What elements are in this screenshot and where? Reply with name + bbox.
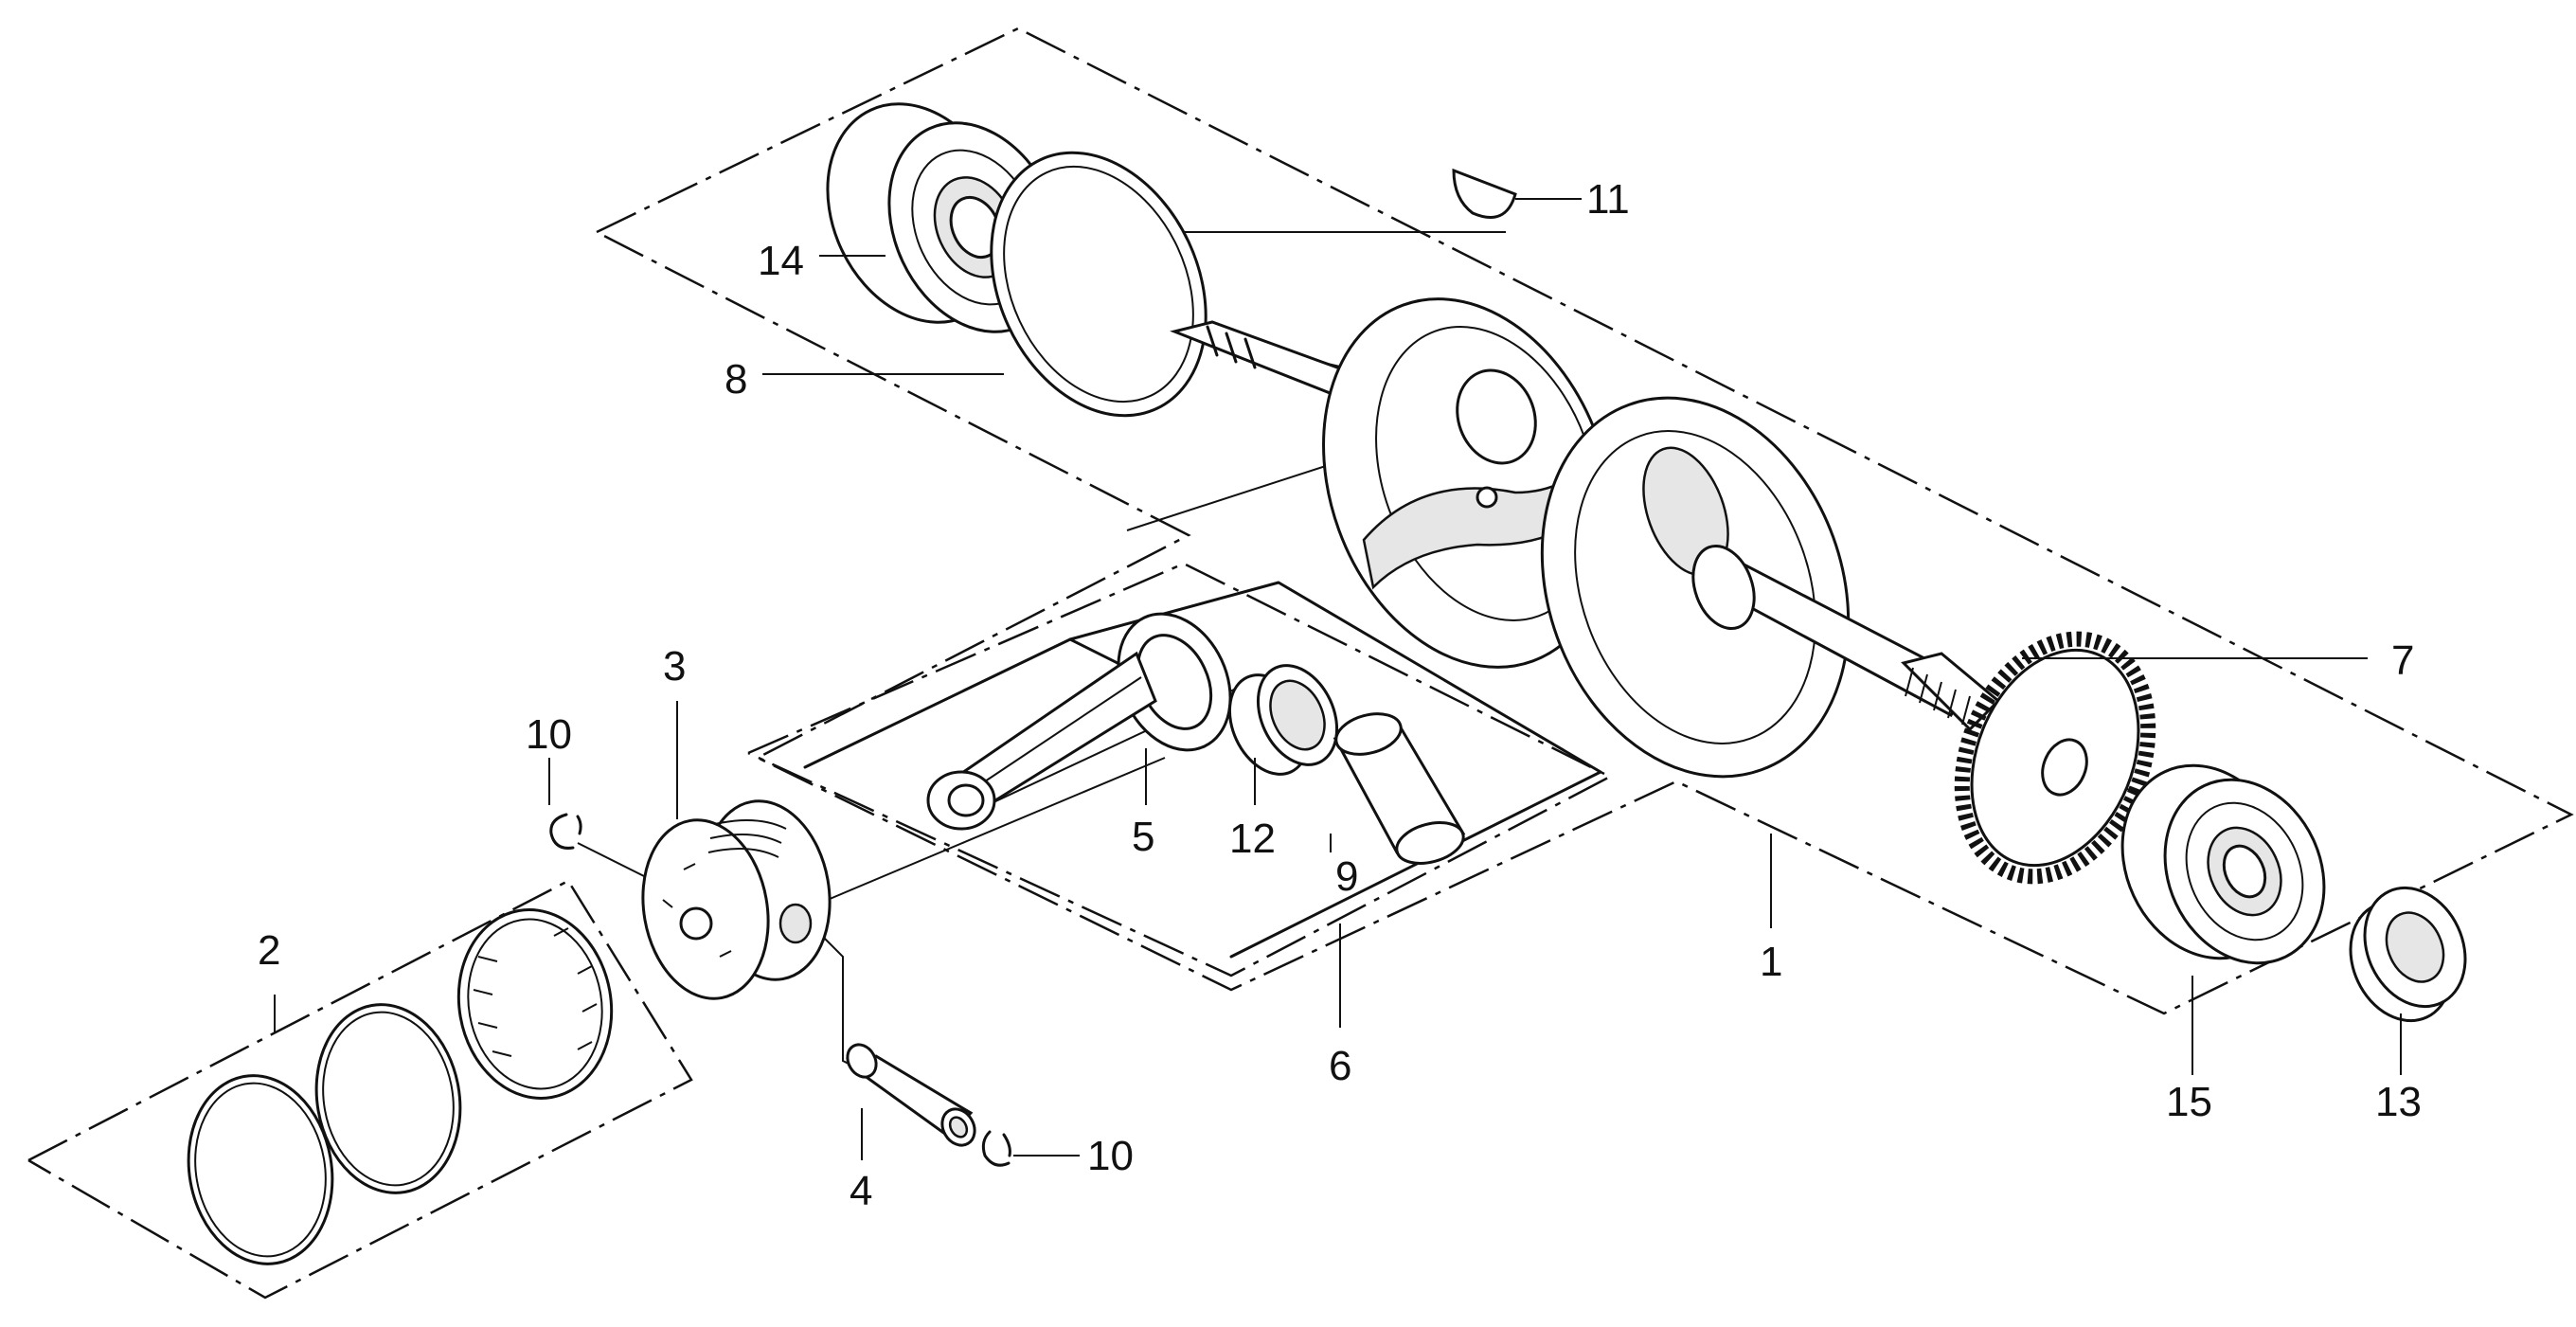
circlip-10-lower: [981, 1130, 1011, 1167]
crank-pin-9: [1333, 712, 1466, 865]
piston-rings-2: [187, 908, 614, 1265]
callout-labels: 14 8 11 7 1 3 10 2 5 12 9 6 4 10 15 13: [258, 176, 2422, 1214]
oil-seal-13: [2349, 886, 2467, 1023]
callout-15: 15: [2166, 1079, 2212, 1125]
connecting-rod-5: [926, 612, 1232, 831]
callout-1: 1: [1760, 939, 1782, 985]
circlip-10-upper: [549, 813, 582, 850]
callout-2: 2: [258, 927, 280, 974]
crankshaft-1: [1170, 297, 2001, 779]
needle-bearing-12: [1227, 664, 1339, 776]
leader-lines: [274, 198, 2402, 1160]
piston-ring-set-outline: [27, 879, 693, 1300]
gear-7: [1954, 631, 2156, 885]
bearing-15: [2120, 763, 2326, 965]
callout-3: 3: [663, 643, 686, 690]
callout-10-upper: 10: [526, 711, 572, 758]
callout-5: 5: [1132, 814, 1154, 860]
crankshaft-assembly-outline: [596, 27, 2574, 1015]
woodruff-key-11: [1452, 168, 1517, 219]
shim-washer-8: [990, 151, 1208, 418]
callout-8: 8: [724, 356, 747, 403]
callout-7: 7: [2391, 637, 2414, 684]
callout-14: 14: [758, 238, 804, 284]
piston-3: [641, 799, 832, 1000]
callout-10-lower: 10: [1087, 1133, 1134, 1179]
callout-13: 13: [2375, 1079, 2422, 1125]
callout-6: 6: [1329, 1043, 1351, 1089]
callout-9: 9: [1335, 853, 1358, 900]
callout-11: 11: [1586, 176, 1630, 223]
callout-4: 4: [850, 1168, 872, 1214]
callout-12: 12: [1229, 816, 1276, 862]
piston-pin-4: [846, 1043, 976, 1147]
